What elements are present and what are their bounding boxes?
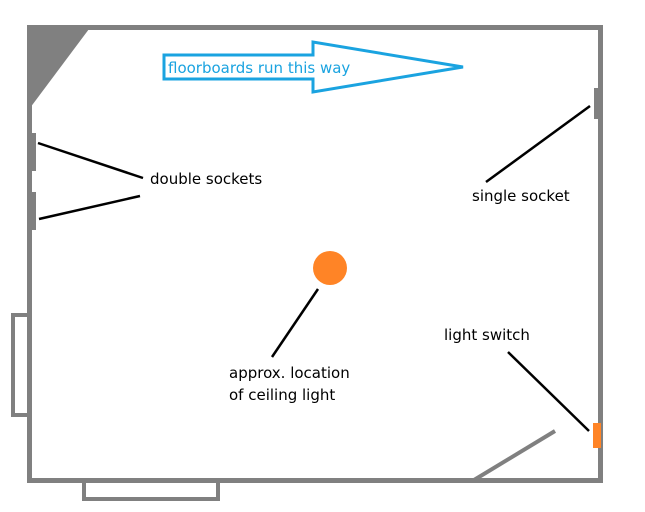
right-arrow-icon (162, 40, 464, 94)
window-left (11, 313, 31, 417)
room-walls (27, 25, 603, 483)
door (472, 429, 557, 482)
ceiling-light-label-line2: of ceiling light (229, 386, 335, 404)
leader-double-socket-2 (38, 194, 141, 221)
double-socket-1 (32, 133, 36, 171)
window-bottom (82, 479, 220, 501)
single-socket-label: single socket (472, 187, 570, 205)
leader-double-socket-1 (37, 141, 144, 180)
single-socket (594, 88, 600, 119)
ceiling-light-label-line1: approx. location (229, 364, 350, 382)
double-sockets-label: double sockets (150, 170, 262, 188)
ceiling-light (313, 251, 347, 285)
leader-light-switch (507, 351, 590, 432)
light-switch (593, 423, 601, 448)
light-switch-label: light switch (444, 326, 530, 344)
corner-chimney (27, 25, 92, 112)
double-socket-2 (32, 192, 36, 230)
leader-ceiling-light (270, 288, 320, 358)
leader-single-socket (485, 104, 591, 184)
floorboards-direction-label: floorboards run this way (168, 59, 350, 77)
